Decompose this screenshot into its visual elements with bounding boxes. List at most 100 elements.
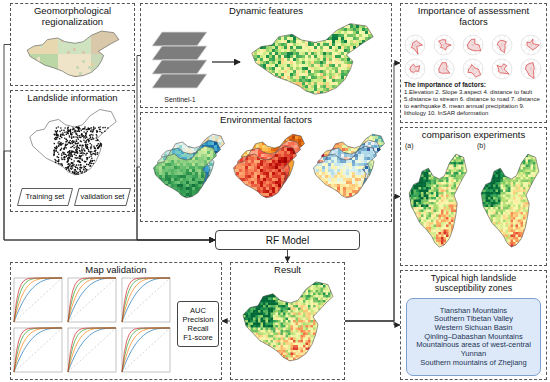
illustration-part [254, 22, 257, 25]
illustration-part [103, 51, 106, 54]
illustration-part [90, 148, 92, 150]
illustration-part [81, 133, 83, 135]
illustration-part [97, 81, 100, 84]
illustration-part [365, 46, 368, 49]
illustration-part [314, 70, 317, 73]
illustration-part [287, 55, 290, 58]
illustration-part [338, 37, 341, 40]
illustration-part [95, 147, 97, 149]
illustration-part [100, 63, 103, 66]
illustration-part [329, 49, 332, 52]
illustration-part [335, 37, 338, 40]
illustration-part [65, 134, 67, 136]
illustration-part [82, 60, 85, 63]
illustration-part [278, 61, 281, 64]
illustration-part [374, 73, 377, 76]
illustration-part [278, 73, 281, 76]
illustration-part [356, 25, 359, 28]
illustration-part [73, 33, 76, 36]
illustration-part [248, 58, 251, 61]
illustration-part [64, 51, 67, 54]
illustration-part [338, 67, 341, 70]
illustration-part [374, 37, 377, 40]
illustration-part [73, 136, 75, 138]
illustration-part [314, 64, 317, 67]
illustration-part [58, 145, 60, 147]
illustration-part [323, 67, 326, 70]
illustration-part [359, 61, 362, 64]
illustration-part [254, 31, 257, 34]
illustration-part [248, 43, 251, 46]
illustration-part [28, 60, 31, 63]
illustration-part [317, 46, 320, 49]
illustration-part [80, 167, 82, 169]
illustration-part [332, 40, 335, 43]
illustration-part [290, 70, 293, 73]
illustration-part [326, 58, 329, 61]
illustration-part [85, 154, 87, 156]
illustration-part [97, 152, 99, 154]
illustration-part [338, 70, 341, 73]
illustration-part [251, 73, 254, 76]
illustration-part [79, 30, 82, 33]
illustration-part [251, 40, 254, 43]
illustration-part [40, 54, 43, 57]
illustration-part [311, 67, 314, 70]
illustration-part [290, 64, 293, 67]
map-raster [25, 108, 121, 184]
illustration-part [362, 58, 365, 61]
illustration-part [272, 46, 275, 49]
illustration-part [81, 152, 83, 154]
illustration-part [377, 43, 380, 46]
illustration-part [290, 76, 293, 79]
illustration-part [70, 39, 73, 42]
illustration-part [100, 45, 103, 48]
illustration-part [31, 42, 34, 45]
illustration-part [79, 51, 82, 54]
illustration-part [89, 151, 91, 153]
illustration-part [43, 66, 46, 69]
illustration-part [25, 81, 28, 84]
illustration-part [61, 48, 64, 51]
illustration-part [86, 152, 88, 154]
illustration-part [266, 34, 269, 37]
illustration-part [317, 58, 320, 61]
illustration-part [78, 164, 80, 166]
illustration-part [89, 135, 91, 137]
illustration-part [85, 170, 87, 172]
illustration-part [49, 78, 52, 81]
illustration-part [86, 157, 88, 159]
illustration-part [28, 39, 31, 42]
illustration-part [329, 61, 332, 64]
illustration-part [332, 37, 335, 40]
illustration-part [77, 127, 79, 129]
illustration-part [34, 78, 37, 81]
illustration-part [40, 36, 43, 39]
illustration-part [61, 36, 64, 39]
illustration-part [61, 33, 64, 36]
illustration-part [284, 46, 287, 49]
illustration-part [52, 72, 55, 75]
illustration-part [43, 36, 46, 39]
illustration-part [365, 31, 368, 34]
illustration-part [293, 37, 296, 40]
illustration-part [67, 159, 69, 161]
illustration-part [254, 37, 257, 40]
illustration-part [290, 55, 293, 58]
illustration-part [374, 67, 377, 70]
illustration-part [67, 63, 70, 66]
illustration-part [251, 64, 254, 67]
illustration-part [248, 76, 251, 79]
illustration-part [109, 33, 112, 36]
illustration-part [332, 55, 335, 58]
illustration-part [34, 63, 37, 66]
illustration-part [305, 52, 308, 55]
illustration-part [85, 137, 87, 139]
illustration-part [69, 150, 71, 152]
illustration-part [350, 73, 353, 76]
illustration-part [266, 58, 269, 61]
illustration-part [368, 25, 371, 28]
illustration-part [64, 60, 67, 63]
illustration-part [368, 43, 371, 46]
illustration-part [275, 70, 278, 73]
